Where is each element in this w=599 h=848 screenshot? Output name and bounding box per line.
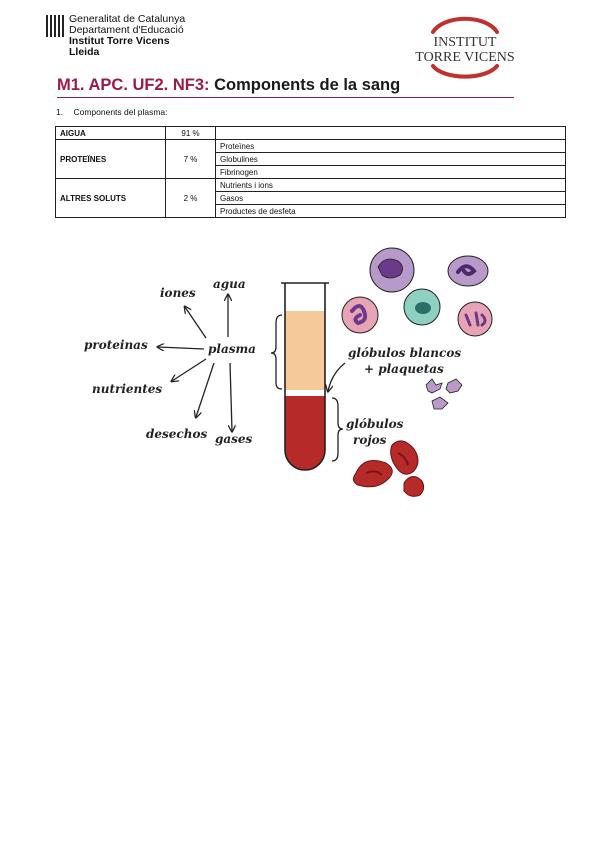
row-label: AIGUA: [55, 126, 166, 140]
label-nutrientes: nutrientes: [92, 382, 162, 396]
red-brace: [331, 397, 344, 462]
arrow-proteinas: [158, 347, 205, 349]
arrow-iones: [185, 307, 207, 339]
label-red-cells-2: rojos: [353, 433, 387, 447]
row-item: Globulines: [215, 152, 566, 166]
table-row: PROTEÏNES 7 % Proteïnes: [55, 139, 566, 179]
institute-name: Institut Torre Vicens: [69, 35, 170, 47]
row-item: Proteïnes: [215, 139, 566, 153]
label-gases: gases: [215, 432, 253, 446]
blood-components-illustration: plasma iones agua proteinas nutrientes d…: [84, 247, 493, 497]
row-percent: 7 %: [165, 139, 216, 179]
arrow-gases: [230, 362, 232, 431]
table-row: AIGUA 91 %: [55, 126, 566, 140]
row-item: Productes de desfeta: [215, 204, 566, 218]
page-title: M1. APC. UF2. NF3: Components de la sang: [57, 76, 400, 95]
row-item: Fibrinogen: [215, 165, 566, 179]
plasma-brace: [270, 314, 283, 390]
arrow-desechos: [196, 362, 215, 417]
label-agua: agua: [213, 277, 246, 291]
label-platelets: + plaquetas: [364, 362, 444, 376]
row-percent: 2 %: [165, 178, 216, 218]
tube-buffy-coat: [285, 390, 325, 396]
title-code: M1. APC. UF2. NF3:: [57, 76, 210, 94]
section-number: 1.: [56, 107, 64, 117]
row-item: Nutrients i ions: [215, 178, 566, 192]
plasma-arrows: [158, 295, 232, 431]
label-white-cells: glóbulos blancos: [348, 346, 461, 360]
label-red-cells-1: glóbulos: [346, 417, 404, 431]
label-plasma: plasma: [208, 342, 256, 356]
institute-city: Lleida: [69, 46, 100, 58]
table-row: Productes de desfeta: [56, 204, 566, 218]
title-divider: [57, 97, 514, 98]
row-percent: 91 %: [165, 126, 216, 140]
plasma-components-table: AIGUA 91 % PROTEÏNES 7 % Proteïnes Globu…: [55, 126, 566, 218]
arrow-white-cells: [328, 362, 346, 391]
label-desechos: desechos: [146, 427, 207, 441]
generalitat-logo-icon: [45, 14, 65, 38]
row-item: [215, 126, 566, 140]
section-heading: 1. Components del plasma:: [56, 107, 168, 117]
white-blood-cells: [341, 247, 493, 337]
generalitat-header: Generalitat de Catalunya Departament d'E…: [69, 14, 185, 58]
platelets: [425, 378, 463, 410]
section-label: Components del plasma:: [73, 107, 168, 117]
generalitat-name: Generalitat de Catalunya: [69, 13, 186, 25]
label-proteinas: proteinas: [84, 338, 148, 352]
title-text: Components de la sang: [214, 76, 401, 94]
row-label: PROTEÏNES: [55, 139, 166, 179]
logo-text-line1: INSTITUT: [434, 35, 497, 50]
institut-torre-vicens-logo: INSTITUT TORRE VICENS: [415, 16, 515, 79]
red-blood-cells: [352, 440, 425, 497]
logo-text-line2: TORRE VICENS: [415, 50, 514, 65]
table-row: ALTRES SOLUTS 2 % Nutrients i ions: [55, 178, 566, 218]
row-label: ALTRES SOLUTS: [55, 178, 166, 218]
label-iones: iones: [160, 286, 196, 300]
arrow-nutrientes: [172, 358, 207, 381]
row-item: Gasos: [215, 191, 566, 205]
test-tube: [281, 282, 329, 471]
department-name: Departament d'Educació: [69, 24, 184, 36]
tube-red-layer: [285, 396, 325, 470]
